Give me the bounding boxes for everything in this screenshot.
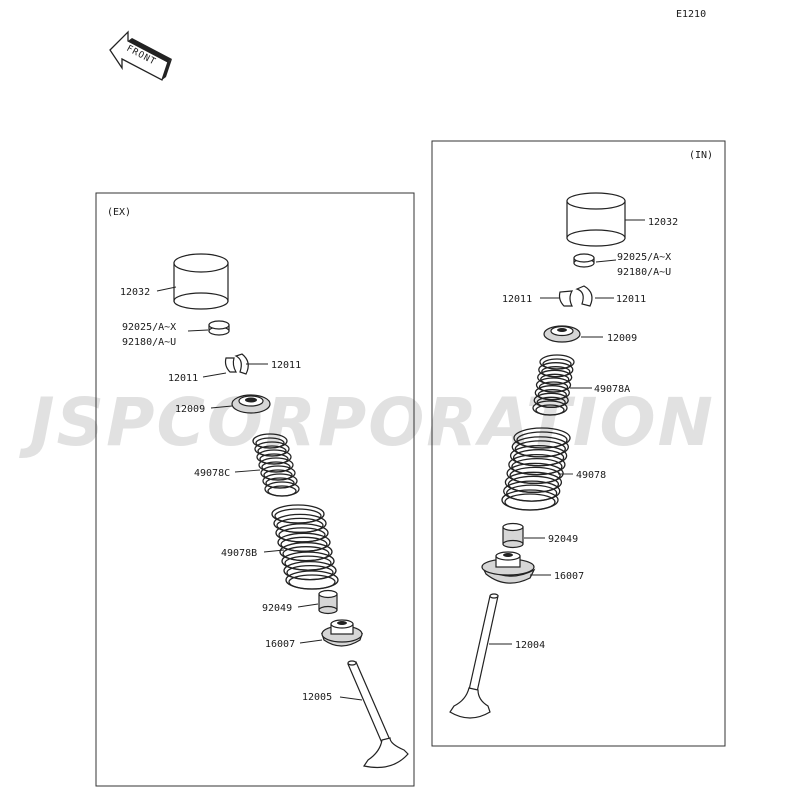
ex-cotter-right-label: 12011 (271, 360, 301, 371)
ex-spring-inner-label: 49078C (194, 468, 230, 479)
diagram-code: E1210 (676, 9, 706, 20)
in-spring-seat-label: 16007 (554, 571, 584, 582)
ex-spring-seat-label: 16007 (265, 639, 295, 650)
spring-coil-inner (504, 493, 556, 511)
ex-valve-label: 12005 (302, 692, 332, 703)
in-retainer (543, 325, 581, 343)
ex-shim-label-b: 92180/A~U (122, 337, 176, 348)
ex-shim-label-a: 92025/A~X (122, 322, 176, 333)
in-panel: (IN) 12032 92025/A~X 92180/A~U 12011 120… (431, 140, 726, 747)
spring-coil-inner (511, 457, 563, 476)
in-retainer-label: 12009 (607, 333, 637, 344)
in-tappet (566, 192, 626, 247)
spring-coil-inner (274, 508, 322, 524)
spring-coil-inner (284, 555, 332, 571)
ex-tappet-label: 12032 (120, 287, 150, 298)
spring-coil-inner (537, 389, 567, 401)
ex-cotter-left-label: 12011 (168, 373, 198, 384)
ex-retainer-label: 12009 (175, 404, 205, 415)
in-cotters (558, 285, 593, 307)
front-arrow-icon: FRONT (109, 30, 172, 81)
ex-stem-seal (318, 589, 338, 615)
spring-coil-inner (540, 373, 570, 385)
spring-coil-inner (286, 564, 334, 581)
ex-panel-frame (95, 192, 415, 787)
spring-coil-inner (509, 466, 561, 485)
ex-spring-seat (320, 619, 364, 647)
ex-panel-title: (EX) (107, 207, 131, 218)
spring-coil-inner (257, 445, 287, 457)
spring-coil-inner (542, 358, 572, 370)
spring-coil-inner (282, 546, 330, 562)
in-spring-outer (501, 427, 571, 511)
ex-spring-outer (271, 504, 339, 590)
ex-spring-outer-label: 49078B (221, 548, 257, 559)
spring-coil-inner (259, 453, 289, 465)
in-cotter-left-label: 12011 (502, 294, 532, 305)
spring-coil-inner (535, 404, 565, 416)
spring-coil-inner (263, 469, 293, 481)
in-panel-frame (431, 140, 726, 747)
ex-tappet (173, 253, 229, 310)
in-cotter-right-label: 12011 (616, 294, 646, 305)
in-spring-inner (532, 354, 575, 416)
in-shim-label-b: 92180/A~U (617, 267, 671, 278)
spring-coil-inner (514, 440, 566, 458)
spring-coil-inner (280, 536, 328, 552)
spring-coil-inner (278, 527, 326, 543)
in-shim-label-a: 92025/A~X (617, 252, 671, 263)
spring-coil-inner (276, 517, 324, 534)
ex-shim (208, 320, 230, 336)
spring-coil-inner (255, 437, 285, 449)
ex-spring-inner (252, 433, 300, 497)
spring-coil-inner (506, 484, 558, 502)
spring-coil-inner (261, 461, 291, 473)
in-stem-seal-label: 92049 (548, 534, 578, 545)
spring-coil-inner (507, 475, 560, 493)
spring-coil-inner (288, 574, 336, 590)
in-valve-label: 12004 (515, 640, 545, 651)
spring-coil-inner (538, 381, 569, 393)
in-tappet-label: 12032 (648, 217, 678, 228)
in-spring-seat (481, 551, 536, 584)
in-panel-title: (IN) (689, 150, 713, 161)
spring-coil-inner (267, 485, 297, 497)
in-shim (573, 253, 595, 268)
spring-coil-inner (541, 366, 571, 378)
ex-stem-seal-label: 92049 (262, 603, 292, 614)
ex-retainer (231, 394, 271, 414)
watermark-text: JSPCORPORATION (19, 384, 715, 461)
spring-coil-inner (516, 431, 568, 449)
ex-valve (347, 660, 409, 769)
spring-coil-inner (512, 449, 565, 467)
ex-cotters (224, 353, 249, 375)
in-spring-inner-label: 49078A (594, 384, 630, 395)
spring-coil-inner (265, 477, 295, 489)
in-valve (449, 593, 499, 719)
ex-panel: (EX) 12032 92025/A~X 92180/A~U 12011 120… (95, 192, 415, 787)
in-stem-seal (502, 522, 524, 549)
in-spring-outer-label: 49078 (576, 470, 606, 481)
spring-coil-inner (536, 396, 566, 408)
